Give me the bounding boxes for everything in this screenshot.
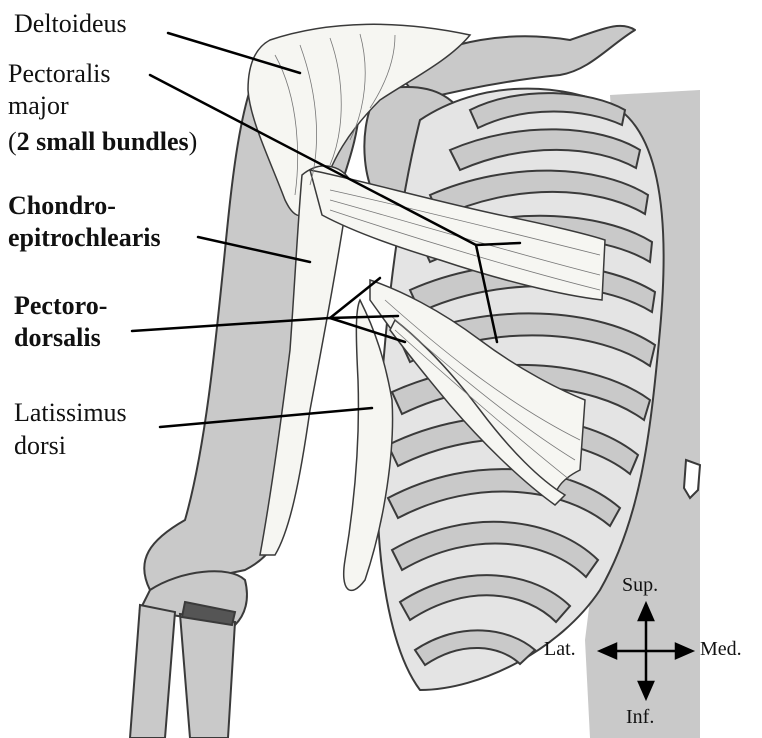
compass-inf: Inf. [626,706,654,729]
compass-lat: Lat. [544,638,576,661]
radius [130,605,175,738]
label-pectoro-line1: Pectoro- [14,290,107,321]
label-pectoralis-major-line2: major [8,90,69,121]
label-pectoralis-major-line1: Pectoralis [8,58,111,89]
label-latissimus-line2: dorsi [14,430,66,461]
bundles-close-paren: ) [189,127,198,156]
compass-med: Med. [700,638,742,661]
bundles-open-paren: ( [8,127,17,156]
ulna [180,614,235,738]
label-pectoralis-bundles: (2 small bundles) [8,126,197,157]
label-latissimus-line1: Latissimus [14,397,127,428]
label-deltoideus: Deltoideus [14,8,127,39]
label-pectoro-line2: dorsalis [14,322,101,353]
compass-sup: Sup. [622,574,658,597]
bundles-bold-text: 2 small bundles [17,127,189,156]
label-chondro-line2: epitrochlearis [8,222,161,253]
label-chondro-line1: Chondro- [8,190,116,221]
